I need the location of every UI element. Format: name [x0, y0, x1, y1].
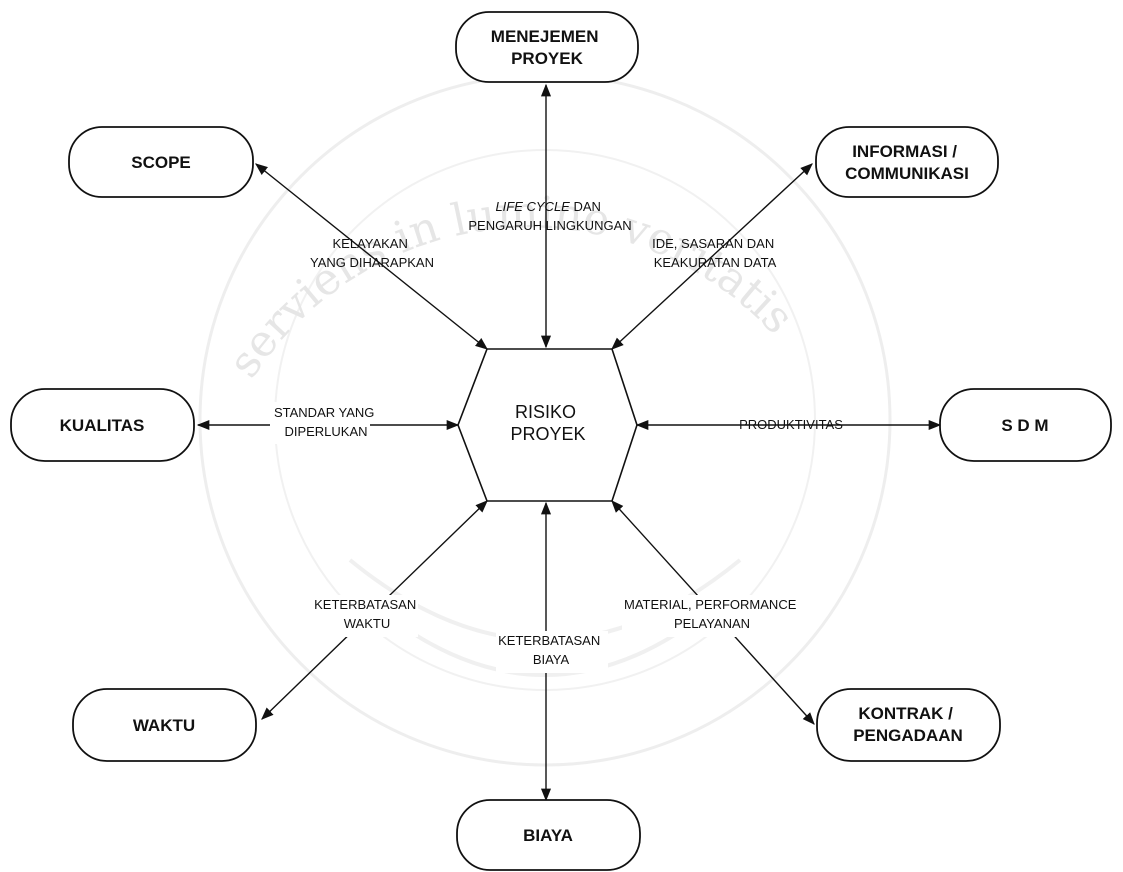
- edge-label-biaya: KETERBATASAN BIAYA: [498, 633, 604, 667]
- edge-informasi: [611, 163, 813, 350]
- node-labels: MENEJEMEN PROYEK SCOPE INFORMASI / COMMU…: [60, 27, 1049, 845]
- center-label: RISIKO PROYEK: [510, 402, 585, 444]
- edge-label-kualitas: STANDAR YANG DIPERLUKAN: [274, 405, 378, 439]
- edge-label-kontrak: MATERIAL, PERFORMANCE PELAYANAN: [624, 597, 800, 631]
- edge-label-informasi: IDE, SASARAN DAN KEAKURATAN DATA: [652, 236, 778, 270]
- edge-label-waktu: KETERBATASAN WAKTU: [314, 597, 420, 631]
- node-kualitas: [10, 388, 195, 462]
- node-label-waktu: WAKTU: [133, 716, 195, 735]
- node-biaya: [456, 799, 641, 871]
- node-label-sdm: S D M: [1001, 416, 1048, 435]
- node-label-kualitas: KUALITAS: [60, 416, 145, 435]
- node-informasi: [815, 126, 999, 198]
- node-label-kontrak: KONTRAK / PENGADAAN: [853, 704, 963, 745]
- edge-scope: [255, 163, 488, 350]
- edge-labels: LIFE CYCLE DAN PENGARUH LINGKUNGAN KELAY…: [270, 199, 843, 673]
- node-kontrak: [816, 688, 1001, 762]
- center-node: RISIKO PROYEK: [457, 348, 638, 502]
- edge-label-manajemen: LIFE CYCLE DAN PENGARUH LINGKUNGAN: [468, 199, 631, 233]
- outer-nodes: [10, 11, 1112, 871]
- edge-label-scope: KELAYAKAN YANG DIHARAPKAN: [310, 236, 434, 270]
- edge-label-sdm: PRODUKTIVITAS: [739, 417, 843, 432]
- center-hexagon: [457, 348, 638, 502]
- node-label-scope: SCOPE: [131, 153, 191, 172]
- node-label-informasi: INFORMASI / COMMUNIKASI: [845, 142, 969, 183]
- node-manajemen: [455, 11, 639, 83]
- node-label-manajemen: MENEJEMEN PROYEK: [491, 27, 603, 68]
- node-scope: [68, 126, 254, 198]
- node-label-biaya: BIAYA: [523, 826, 573, 845]
- node-waktu: [72, 688, 257, 762]
- node-sdm: [939, 388, 1112, 462]
